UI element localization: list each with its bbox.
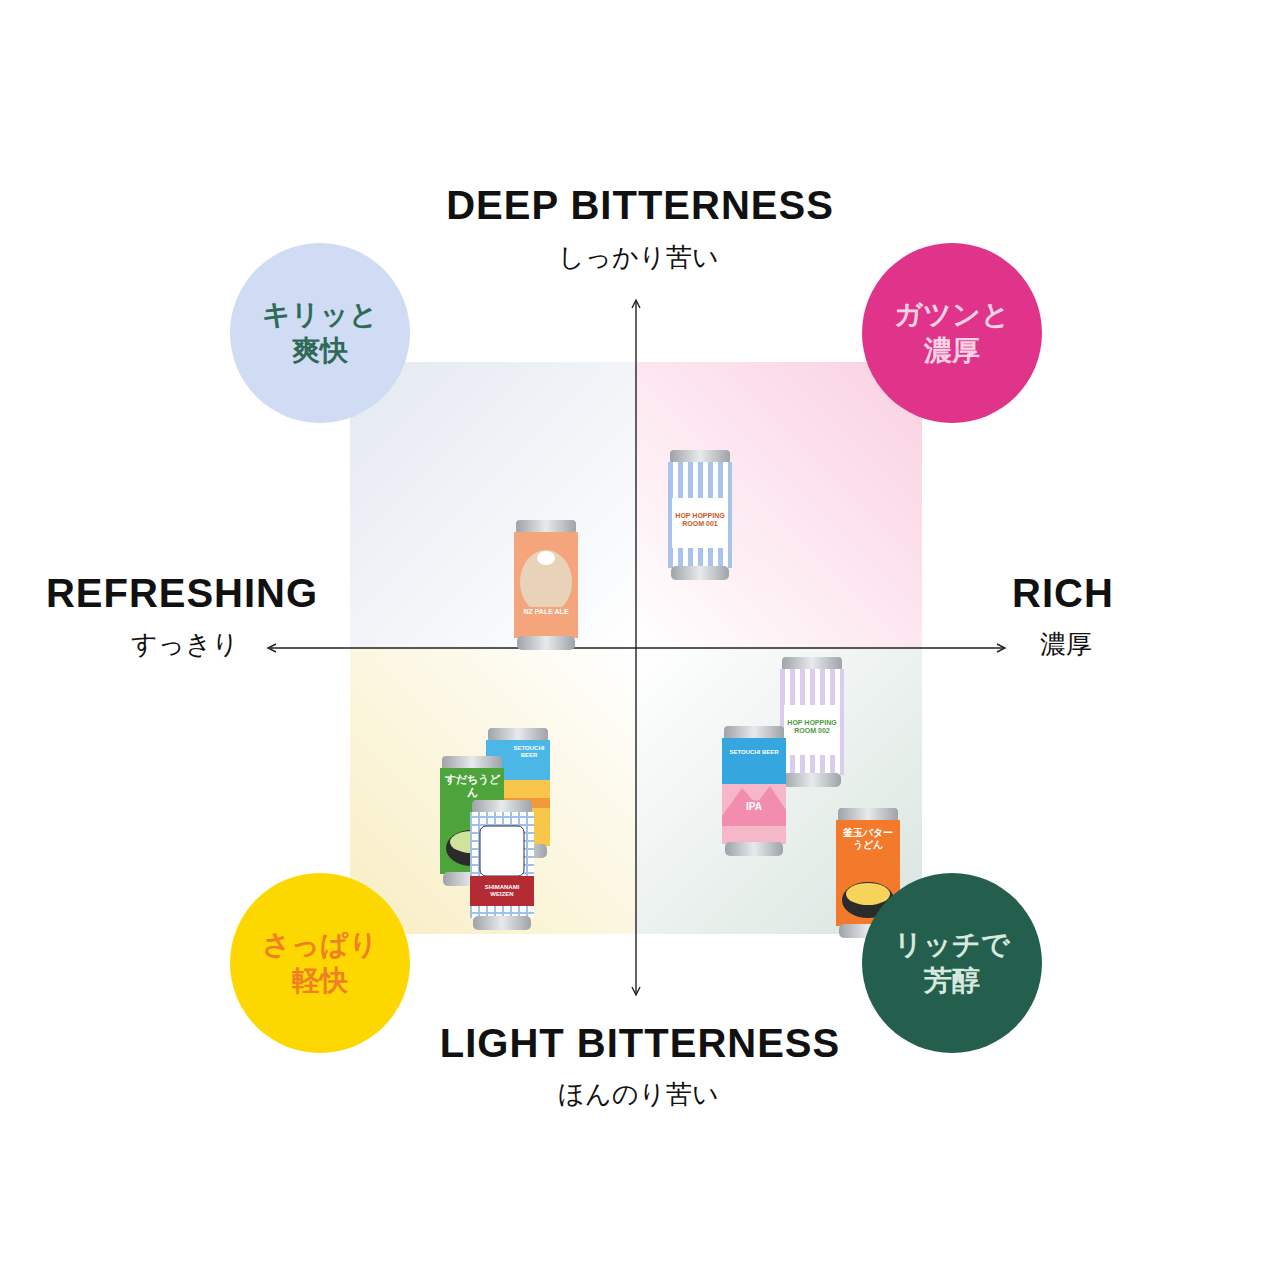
can-label: 釜玉バターうどん xyxy=(838,826,898,851)
quadrant-fill xyxy=(350,648,636,934)
axis-subtitle: しっかり苦い xyxy=(558,243,719,273)
can-rim xyxy=(488,728,548,742)
can-body xyxy=(470,812,534,918)
circle-fill xyxy=(862,873,1042,1053)
can-body xyxy=(514,532,578,638)
axis-subtitle: すっきり xyxy=(131,630,239,660)
can-bottom xyxy=(783,773,841,787)
axis-arrowhead xyxy=(997,644,1005,652)
can-label: SHIMANAMI WEIZEN xyxy=(472,883,532,899)
circle-label: さっぱり 軽快 xyxy=(255,927,385,1000)
can-red-band xyxy=(470,876,534,906)
can-label: すだちうどん xyxy=(442,772,502,799)
can-bottom xyxy=(671,566,729,580)
circle-text-holder: さっぱり 軽快 xyxy=(230,873,410,1053)
circle-text-holder: リッチで 芳醇 xyxy=(862,873,1042,1053)
can-rim xyxy=(782,657,842,671)
circle-shape xyxy=(862,243,1042,423)
can-body xyxy=(780,669,844,775)
axis-arrowhead xyxy=(632,987,640,995)
quadrant-fill xyxy=(350,362,636,648)
can-body xyxy=(668,462,732,568)
can-label: SETOUCHI BEER xyxy=(508,744,550,760)
circle-shape xyxy=(230,873,410,1053)
quadrant-fill xyxy=(636,362,922,648)
can-rim xyxy=(472,800,532,814)
flavor-circle: さっぱり 軽快 xyxy=(230,873,410,1053)
axis-arrowhead xyxy=(632,300,640,308)
can-body xyxy=(722,738,786,844)
quadrant-fill xyxy=(636,648,922,934)
can-rim xyxy=(442,756,502,770)
can-bottom xyxy=(517,636,575,650)
can-label: HOP HOPPING ROOM 001 xyxy=(672,511,728,529)
can-rim xyxy=(838,808,898,822)
can-label: SETOUCHI BEER xyxy=(725,748,783,757)
can-sky xyxy=(722,738,786,784)
beer-can xyxy=(668,450,732,580)
axis-subtitle: ほんのり苦い xyxy=(558,1080,719,1110)
axis-arrows xyxy=(268,300,1005,995)
axis-subtitle: 濃厚 xyxy=(1040,630,1092,660)
axis-title: DEEP BITTERNESS xyxy=(446,182,834,228)
can-bottom xyxy=(473,916,531,930)
can-label: HOP HOPPING ROOM 002 xyxy=(784,718,840,736)
circle-label: キリッと 爽快 xyxy=(255,297,385,370)
circle-text-holder: キリッと 爽快 xyxy=(230,243,410,423)
beer-can xyxy=(514,520,578,650)
can-label: IPA xyxy=(733,800,775,814)
axis-arrowhead xyxy=(268,644,276,652)
flavor-circle: キリッと 爽快 xyxy=(230,243,410,423)
flavor-circle: リッチで 芳醇 xyxy=(862,873,1042,1053)
udon-noodles xyxy=(846,883,890,905)
horizontal-axis xyxy=(270,647,1003,648)
circle-label: リッチで 芳醇 xyxy=(887,927,1017,1000)
circle-shape xyxy=(230,243,410,423)
beer-can xyxy=(780,657,844,787)
can-rim xyxy=(516,520,576,534)
cat-face xyxy=(480,826,524,876)
beer-can xyxy=(722,726,786,856)
flavor-circle: ガツンと 濃厚 xyxy=(862,243,1042,423)
can-rim xyxy=(724,726,784,740)
can-mountain xyxy=(722,786,786,826)
circle-fill xyxy=(862,243,1042,423)
can-label: NZ PALE ALE xyxy=(517,607,575,617)
sheep-fleece xyxy=(520,550,572,614)
axis-title: RICH xyxy=(1012,570,1114,616)
axis-title: REFRESHING xyxy=(46,570,318,616)
circle-text-holder: ガツンと 濃厚 xyxy=(862,243,1042,423)
sheep-face xyxy=(537,551,555,565)
circle-fill xyxy=(230,243,410,423)
circle-label: ガツンと 濃厚 xyxy=(887,297,1017,370)
can-bottom xyxy=(725,842,783,856)
axis-title: LIGHT BITTERNESS xyxy=(440,1020,840,1066)
can-label-band xyxy=(784,705,840,755)
can-label-band xyxy=(672,498,728,548)
circle-fill xyxy=(230,873,410,1053)
beer-can xyxy=(470,800,534,930)
can-rim xyxy=(670,450,730,464)
circle-shape xyxy=(862,873,1042,1053)
